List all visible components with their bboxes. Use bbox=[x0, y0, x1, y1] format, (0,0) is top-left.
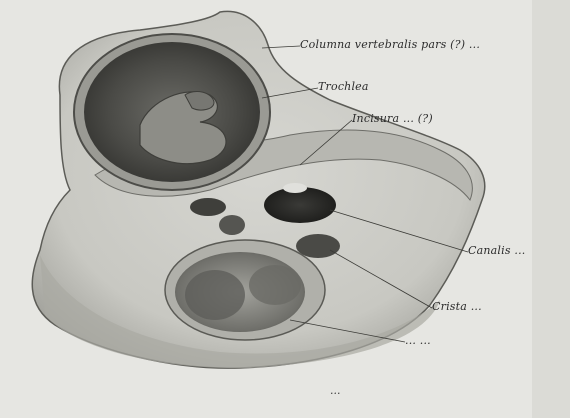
left-pit bbox=[190, 198, 226, 216]
pit-right bbox=[296, 234, 340, 258]
figure-caption: ... bbox=[330, 384, 341, 397]
label-4: Canalis ... bbox=[468, 244, 526, 257]
basin-left-lobe bbox=[185, 270, 245, 320]
basin-right-lobe bbox=[249, 265, 301, 305]
small-opening-white bbox=[283, 183, 307, 193]
label-3: Incisura ... (?) bbox=[352, 112, 433, 125]
label-2: Trochlea bbox=[318, 80, 369, 93]
right-edge-shadow bbox=[532, 0, 570, 418]
label-1: Columna vertebralis pars (?) ... bbox=[300, 38, 480, 51]
label-6: ... ... bbox=[405, 334, 431, 347]
label-5: Crista ... bbox=[432, 300, 482, 313]
small-pit bbox=[219, 215, 245, 235]
